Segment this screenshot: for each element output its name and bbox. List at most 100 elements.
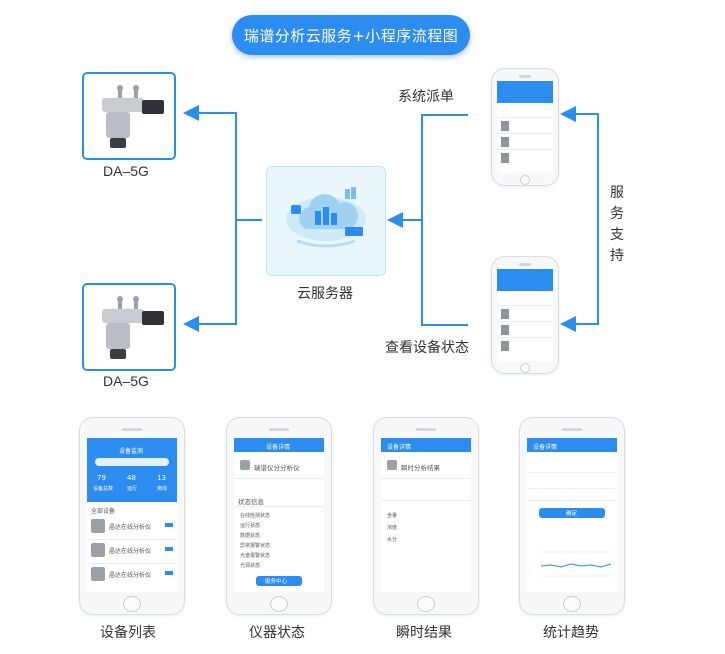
- device-thumbnail-icon: [91, 543, 105, 557]
- phone-bottom-to-server-line: [421, 220, 468, 326]
- device-thumbnail-icon: [91, 519, 105, 533]
- phone-device-list: 设备监测 79 48 13 设备总数 运行 离线 全部设备 晶达在线分析仪 晶达…: [79, 417, 185, 615]
- list-item[interactable]: 晶达在线分析仪: [87, 564, 177, 586]
- phone-instant-results: 设备详情 瞬时分析结果 含量 浓度 水分: [373, 417, 479, 615]
- stat-running-label: 运行: [127, 486, 138, 492]
- phone-screen: 设备详情 确定: [527, 438, 617, 592]
- app-header-bar: 设备详情: [234, 438, 324, 452]
- search-input[interactable]: [95, 458, 169, 466]
- stat-offline-value: 13: [157, 474, 166, 482]
- phone-home-button: [563, 596, 581, 612]
- server-to-device-bottom-arrow: [183, 220, 237, 332]
- diagram-title: 瑞谱分析云服务+小程序流程图: [243, 26, 459, 45]
- status-row-label: 运行状态: [240, 523, 261, 529]
- phone-screen: [497, 269, 553, 361]
- server-to-device-top-arrow: [183, 105, 262, 221]
- device-thumbnail-icon: [387, 460, 397, 470]
- result-row-label: 水分: [387, 537, 398, 543]
- service-center-button-label: 服务中心: [265, 579, 288, 585]
- device-name: 瑞谱仪分分析仪: [254, 464, 300, 472]
- status-row-label: 在线检测状态: [240, 513, 271, 519]
- screen-header-title: 设备详情: [533, 444, 558, 451]
- phone-speaker: [416, 428, 436, 431]
- app-header-bar: [497, 269, 553, 291]
- device-name: 瞬时分析结果: [401, 464, 440, 472]
- confirm-button[interactable]: 确定: [539, 508, 605, 518]
- analyzer-device-icon: [102, 296, 164, 359]
- list-item-name: 晶达在线分析仪: [109, 548, 152, 555]
- list-item[interactable]: 晶达在线分析仪: [87, 516, 177, 538]
- phone-home-button: [520, 175, 530, 185]
- status-row-label: 数据状态: [240, 533, 261, 539]
- screen-caption: 仪器状态: [249, 625, 305, 641]
- device-label-bottom: DA–5G: [103, 373, 149, 389]
- device-thumbnail-icon: [91, 567, 105, 581]
- phone-home-button: [520, 363, 530, 373]
- status-row-label: 光源状态: [240, 563, 261, 569]
- status-row-label: 光谱报警状态: [240, 553, 271, 559]
- analyzer-device-icon: [102, 85, 164, 148]
- result-row-label: 浓度: [387, 525, 398, 531]
- status-badge: [165, 571, 173, 575]
- phone-speaker: [122, 428, 142, 431]
- device-card-top: [82, 72, 176, 160]
- screen-caption: 瞬时结果: [396, 625, 452, 641]
- phone-home-button: [123, 596, 141, 612]
- view-status-label: 查看设备状态: [385, 340, 469, 356]
- phone-home-button: [270, 596, 288, 612]
- list-item-name: 晶达在线分析仪: [109, 572, 152, 579]
- stat-total-label: 设备总数: [93, 486, 114, 492]
- phone-screen: 设备监测 79 48 13 设备总数 运行 离线 全部设备 晶达在线分析仪 晶达…: [87, 438, 177, 592]
- device-thumbnail-icon: [501, 309, 509, 351]
- cloud-server-card: [266, 166, 386, 276]
- phone-screen: 设备详情 瞬时分析结果 含量 浓度 水分: [381, 438, 471, 592]
- cloud-server-icon: [286, 187, 366, 248]
- device-label-top: DA–5G: [103, 163, 149, 179]
- list-item-name: 晶达在线分析仪: [109, 524, 152, 531]
- screen-caption: 统计趋势: [543, 625, 599, 641]
- service-support-char: 支: [610, 227, 624, 243]
- app-header-bar: [497, 81, 553, 103]
- server-label: 云服务器: [297, 286, 353, 302]
- service-support-arrow-top: [560, 106, 599, 220]
- app-header-bar: 设备监测 79 48 13 设备总数 运行 离线: [87, 438, 177, 502]
- phone-speaker: [269, 428, 289, 431]
- stat-offline-label: 离线: [157, 486, 168, 492]
- app-header-bar: 设备详情: [527, 438, 617, 452]
- phone-mockup-bottom: [491, 256, 559, 374]
- phone-statistical-trend: 设备详情 确定: [519, 417, 625, 615]
- phone-speaker: [562, 428, 582, 431]
- service-center-button[interactable]: 服务中心: [256, 576, 302, 586]
- result-row-label: 含量: [387, 513, 398, 519]
- service-support-label: 服 务 支 持: [610, 186, 624, 263]
- title-banner: 瑞谱分析云服务+小程序流程图: [232, 15, 470, 55]
- phone-home-button: [417, 596, 435, 612]
- status-row-label: 异常报警状态: [240, 543, 271, 549]
- phone-screen: [497, 81, 553, 173]
- device-thumbnail-icon: [240, 460, 250, 470]
- service-support-char: 服: [610, 185, 624, 201]
- service-support-arrow-bottom: [560, 220, 599, 332]
- section-title: 全部设备: [91, 508, 116, 515]
- phone-mockup-top: [491, 68, 559, 186]
- status-badge: [165, 547, 173, 551]
- confirm-button-label: 确定: [566, 511, 578, 517]
- phone-speaker: [519, 75, 531, 78]
- screen-caption: 设备列表: [100, 625, 156, 641]
- phone-instrument-status: 设备详情 瑞谱仪分分析仪 状态信息 在线检测状态 运行状态 数据状态 异常报警状…: [226, 417, 332, 615]
- trend-series-line: [540, 563, 612, 568]
- dispatch-label: 系统派单: [398, 89, 454, 105]
- tab-status-info[interactable]: 状态信息: [238, 498, 264, 506]
- app-header-bar: 设备详情: [381, 438, 471, 452]
- stat-total-value: 79: [97, 474, 106, 482]
- device-thumbnail-icon: [501, 121, 509, 163]
- service-support-char: 务: [610, 206, 624, 222]
- phone-screen: 设备详情 瑞谱仪分分析仪 状态信息 在线检测状态 运行状态 数据状态 异常报警状…: [234, 438, 324, 592]
- screen-header-title: 设备详情: [387, 444, 412, 451]
- status-badge: [165, 523, 173, 527]
- service-support-char: 持: [610, 248, 624, 264]
- phone-speaker: [519, 263, 531, 266]
- phone-top-to-server-arrow: [387, 114, 468, 228]
- list-item[interactable]: 晶达在线分析仪: [87, 540, 177, 562]
